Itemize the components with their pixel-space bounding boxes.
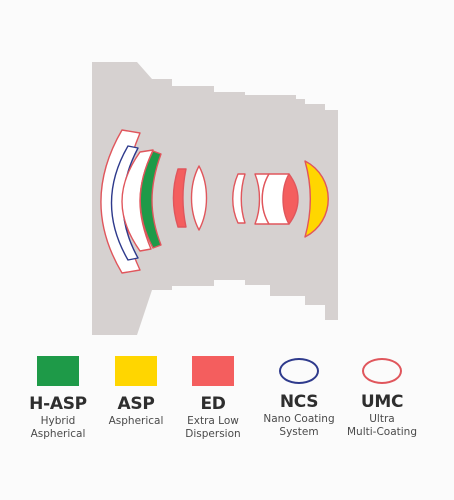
legend-item-ncs: NCS Nano Coating System bbox=[254, 356, 344, 439]
hybrid-aspherical-element bbox=[139, 150, 162, 249]
ed-element-2 bbox=[282, 173, 299, 225]
legend-swatch-asp bbox=[115, 356, 157, 386]
lens-barrel-silhouette bbox=[92, 62, 338, 335]
legend-swatch-h-asp bbox=[37, 356, 79, 386]
biconvex-element bbox=[190, 165, 208, 231]
legend-description-asp: Aspherical bbox=[108, 415, 164, 427]
legend-title-ed: ED bbox=[200, 394, 226, 414]
legend-description-umc: Ultra Multi-Coating bbox=[347, 413, 417, 438]
legend-description-ncs: Nano Coating System bbox=[263, 413, 335, 438]
lens-cross-section bbox=[92, 62, 338, 335]
legend-description-h-asp: Hybrid Aspherical bbox=[30, 415, 86, 440]
legend-ring-umc bbox=[362, 358, 402, 384]
legend-item-umc: UMC Ultra Multi-Coating bbox=[337, 356, 427, 439]
legend-title-h-asp: H-ASP bbox=[29, 394, 87, 414]
legend-swatch-ed bbox=[192, 356, 234, 386]
legend-item-h-asp: H-ASP Hybrid Aspherical bbox=[13, 356, 103, 441]
legend-ring-ncs bbox=[279, 358, 319, 384]
legend-item-ed: ED Extra Low Dispersion bbox=[168, 356, 258, 441]
legend-title-ncs: NCS bbox=[279, 392, 319, 412]
aspherical-element bbox=[304, 160, 329, 238]
legend-description-ed: Extra Low Dispersion bbox=[185, 415, 241, 440]
rear-small-element bbox=[232, 173, 246, 224]
legend-title-asp: ASP bbox=[117, 394, 155, 414]
legend-title-umc: UMC bbox=[360, 392, 404, 412]
ed-element-1 bbox=[172, 168, 187, 228]
legend-item-asp: ASP Aspherical bbox=[91, 356, 181, 428]
